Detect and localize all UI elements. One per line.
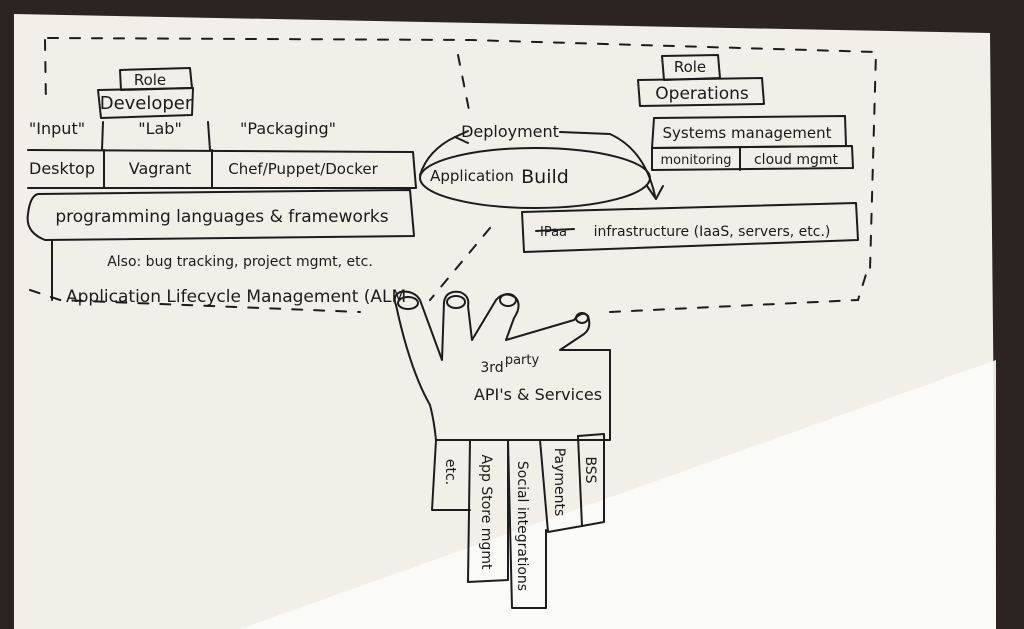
architecture-sketch: Role Developer "Input" "Lab" "Packaging"… — [26, 37, 878, 609]
infrastructure-struck: IPaa — [540, 225, 567, 240]
hand-party-label: party — [505, 353, 540, 368]
cloud-mgmt-label: cloud mgmt — [754, 152, 839, 168]
third-party-hand: 3rd party API's & Services etc. App Stor… — [393, 290, 611, 609]
monitoring-label: monitoring — [661, 153, 732, 168]
stage-input: "Input" — [29, 119, 85, 138]
tool-vagrant: Vagrant — [129, 159, 191, 178]
build-label: Build — [521, 166, 569, 188]
infrastructure-box: IPaa infrastructure (IaaS, servers, etc.… — [521, 202, 859, 253]
developer-role-name: Developer — [100, 93, 193, 114]
systems-management-label: Systems management — [663, 124, 832, 142]
infrastructure-label: infrastructure (IaaS, servers, etc.) — [594, 224, 831, 240]
frameworks-box: programming languages & frameworks — [26, 189, 415, 241]
hand-apis-label: API's & Services — [474, 385, 602, 404]
operations-role-label: Role — [674, 58, 706, 76]
tools-row: Desktop Vagrant Chef/Puppet/Docker — [27, 149, 417, 189]
ops-management: Systems management monitoring cloud mgmt — [651, 115, 854, 171]
finger-bss: BSS — [582, 456, 598, 483]
finger-etc: etc. — [442, 459, 458, 485]
finger-app-store: App Store mgmt — [478, 455, 494, 570]
alm-label: Application Lifecycle Management (ALM — [66, 287, 406, 307]
tool-packaging: Chef/Puppet/Docker — [228, 160, 378, 178]
developer-role-label: Role — [134, 71, 166, 89]
deployment-label: Deployment — [461, 122, 559, 141]
application-build-node: Application Build — [419, 147, 651, 209]
stage-headers: "Input" "Lab" "Packaging" — [29, 119, 336, 151]
also-note: Also: bug tracking, project mgmt, etc. — [107, 254, 373, 270]
hand-third-label: 3rd — [480, 360, 503, 376]
stage-packaging: "Packaging" — [240, 119, 336, 138]
stage-lab: "Lab" — [138, 119, 182, 138]
operations-role-name: Operations — [655, 84, 749, 104]
deployment-arrow: Deployment — [419, 122, 664, 200]
developer-role-box: Role Developer — [97, 67, 194, 119]
finger-payments: Payments — [551, 448, 567, 517]
finger-social: Social integrations — [514, 461, 530, 591]
frameworks-label: programming languages & frameworks — [55, 207, 388, 227]
tool-desktop: Desktop — [29, 159, 95, 178]
operations-role-box: Role Operations — [637, 54, 765, 107]
application-label: Application — [430, 167, 514, 185]
